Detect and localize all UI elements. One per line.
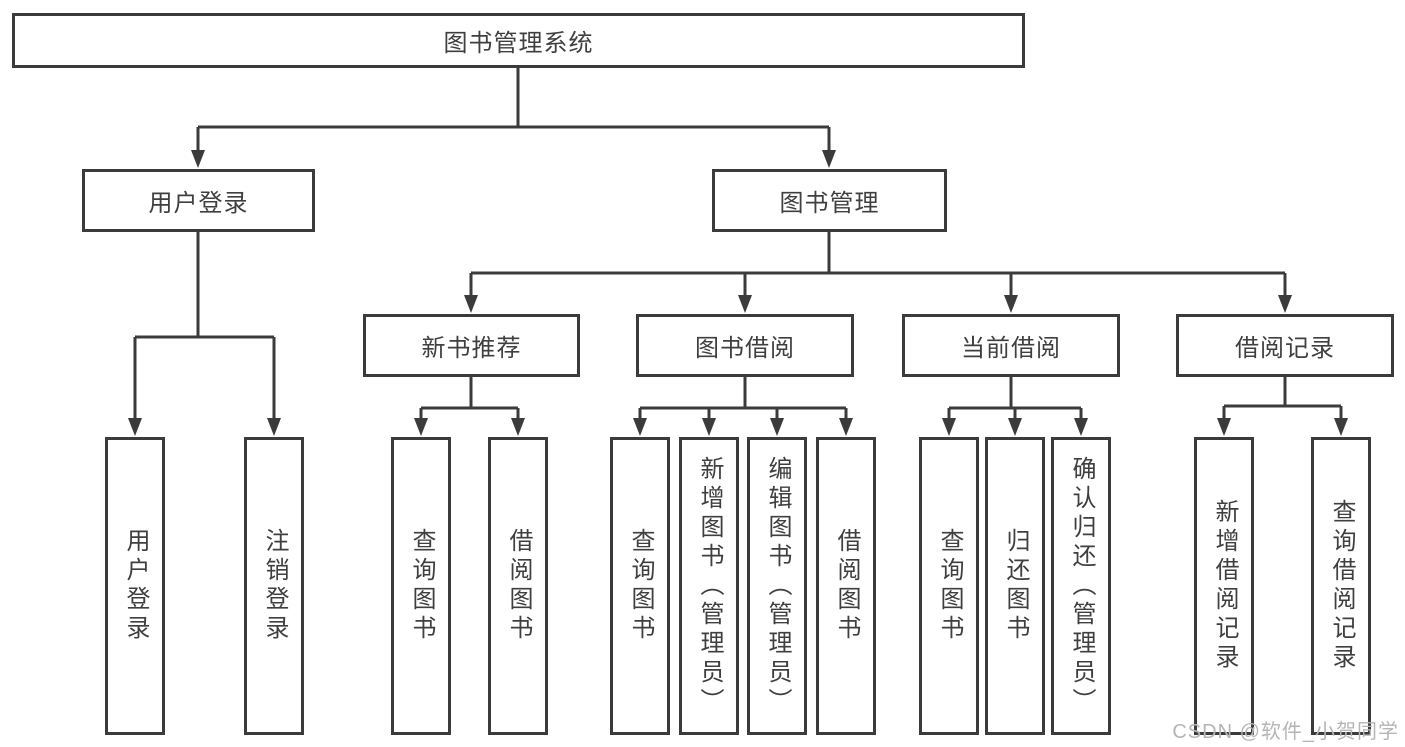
edge-current-borrow-to-leaves [942,377,1088,436]
node-label: 注销登录 [261,528,288,644]
node-label: 当前借阅 [961,335,1061,362]
node-leaf-query-books-borrow: 查询图书 [610,437,670,735]
node-label: 查询借阅记录 [1328,499,1355,673]
node-leaf-query-borrow-record: 查询借阅记录 [1311,437,1371,735]
node-label: 查询图书 [408,528,435,644]
node-label: 借阅图书 [505,528,532,644]
node-leaf-borrow-books-recommend: 借阅图书 [488,437,548,735]
node-label: 新书推荐 [421,335,522,362]
node-label: 查询图书 [627,528,654,644]
node-label: 图书管理 [779,190,880,217]
csdn-watermark: CSDN @软件_小贺同学 [1172,721,1399,743]
node-label: 借阅图书 [833,528,860,644]
node-leaf-return-book: 归还图书 [985,437,1045,735]
node-leaf-add-book-admin: 新增图书（管理员） [679,437,739,735]
node-current-borrow: 当前借阅 [902,314,1120,377]
edge-book-management-to-level3 [464,232,1292,313]
node-leaf-query-books-recommend: 查询图书 [391,437,451,735]
node-library-management-system: 图书管理系统 [12,13,1025,68]
edge-new-book-recommend-to-leaves [414,377,525,436]
node-leaf-edit-book-admin: 编辑图书（管理员） [747,437,807,735]
node-borrow-records: 借阅记录 [1176,314,1394,377]
node-book-borrow: 图书借阅 [636,314,854,377]
edge-user-login-to-leaves [128,232,281,436]
edge-root-to-level2 [191,68,836,168]
node-label: 确认归还（管理员） [1068,455,1095,717]
node-label: 图书借阅 [695,335,795,362]
edge-book-borrow-to-leaves [633,377,853,436]
node-leaf-borrow-books: 借阅图书 [816,437,876,735]
node-leaf-query-books-current: 查询图书 [919,437,979,735]
node-label: 用户登录 [122,528,149,644]
node-book-management: 图书管理 [712,169,947,232]
node-leaf-confirm-return-admin: 确认归还（管理员） [1051,437,1111,735]
node-label: 归还图书 [1002,528,1029,644]
node-leaf-add-borrow-record: 新增借阅记录 [1194,437,1254,735]
node-label: 新增图书（管理员） [696,455,723,717]
node-label: 用户登录 [148,190,249,217]
node-new-book-recommend: 新书推荐 [363,314,580,377]
node-leaf-logout: 注销登录 [244,437,304,735]
node-label: 编辑图书（管理员） [764,455,791,717]
edge-borrow-records-to-leaves [1217,377,1348,436]
node-leaf-user-login: 用户登录 [105,437,165,735]
node-label: 借阅记录 [1235,335,1335,362]
node-label: 查询图书 [936,528,963,644]
node-label: 新增借阅记录 [1211,499,1238,673]
node-label: 图书管理系统 [443,30,594,57]
node-user-login: 用户登录 [82,169,315,232]
